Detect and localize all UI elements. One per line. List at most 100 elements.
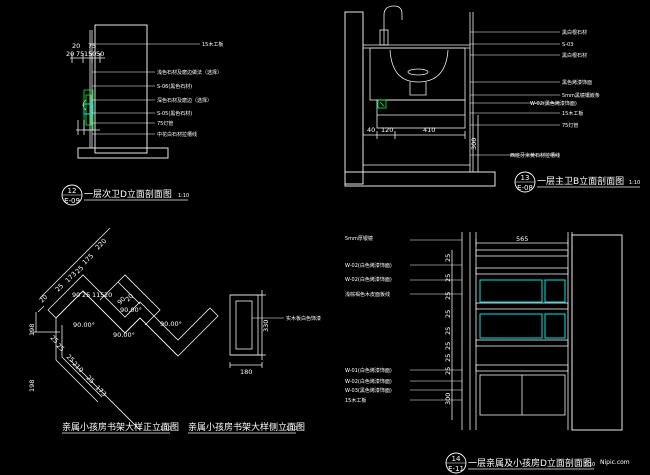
dim-label: 25 xyxy=(444,342,452,350)
section-e-title-block: 14 E-11 一层亲属及小孩房D立面剖面图 1:10 xyxy=(445,452,595,474)
dim-label: 150 xyxy=(84,50,96,58)
section-d-title: 亲属小孩房书架大样侧立面图 xyxy=(188,421,305,433)
dim-label: 330 xyxy=(262,320,270,332)
dim-label: 40 xyxy=(367,126,375,134)
material-note: W-02(白色烤漆饰面) xyxy=(345,276,392,283)
dim-label: 25 xyxy=(444,254,452,262)
material-note: W-02(黑色烤漆饰面) xyxy=(530,100,577,107)
section-e-drawing xyxy=(410,232,623,431)
dim-label: 25 xyxy=(49,334,61,346)
dim-label: 198 xyxy=(28,380,36,392)
material-note: 15木工板 xyxy=(562,110,583,117)
dim-label: 175 xyxy=(81,252,95,266)
section-tag-sheet: E-08 xyxy=(517,184,533,192)
angle-label: 90.00° xyxy=(160,320,182,328)
dim-label: 115 xyxy=(92,291,104,299)
section-a-title: 一层次卫D立面剖面图 xyxy=(84,188,172,200)
dim-label: 25 xyxy=(74,264,86,276)
section-d-drawing xyxy=(229,290,284,368)
dim-label: 25 xyxy=(54,282,66,294)
dim-label: 25 xyxy=(65,353,77,365)
material-note: 浅棕褐色木皮面板线 xyxy=(345,291,390,298)
section-c-title: 亲属小孩房书架大样正立面图 xyxy=(62,421,179,433)
dim-label: 25 xyxy=(82,291,90,299)
material-note: 5mm黑镜镶嵌条 xyxy=(562,92,600,99)
dim-label: 25 xyxy=(444,274,452,282)
material-note: 深色石材及磨边（选择） xyxy=(157,97,212,104)
dim-label: 20 xyxy=(104,291,112,299)
dim-label: 25 xyxy=(55,342,67,354)
material-note: 75灯管 xyxy=(157,120,173,127)
angle-label: 90.00° xyxy=(113,331,135,339)
section-c-title-block: 亲属小孩房书架大样正立面图 1:10 xyxy=(62,421,179,434)
section-b-notes: 黑白根石材 S-03 黑白根石材 黑色烤漆饰面 5mm黑镜镶嵌条 W-02(黑色… xyxy=(510,29,600,159)
section-e-scale: 1:10 xyxy=(584,462,595,468)
material-note: W-03(黑色烤漆饰面) xyxy=(345,387,392,394)
angle-label: 90.00° xyxy=(73,321,95,329)
section-e-title: 一层亲属及小孩房D立面剖面图 xyxy=(468,457,592,469)
dim-label: 410 xyxy=(423,126,435,134)
dim-label: 120 xyxy=(381,126,393,134)
dim-label: 25 xyxy=(444,310,452,318)
section-b-dims: 40 120 410 300 xyxy=(367,126,478,150)
dim-label: 220 xyxy=(94,237,108,251)
material-note: W-01(白色烤漆饰面) xyxy=(345,367,392,374)
dim-label: 25 xyxy=(444,327,452,335)
material-note: 75灯管 xyxy=(562,122,578,129)
material-note: 西班牙米黄石材拉槽线 xyxy=(510,152,560,159)
dim-label: 75 xyxy=(88,42,96,50)
dim-label: 25 xyxy=(85,374,97,386)
material-note: 5mm厚银镜 xyxy=(345,235,373,242)
section-b-title-block: 13 E-08 一层主卫B立面剖面图 1:10 xyxy=(514,171,640,193)
dim-label: 198 xyxy=(28,324,36,336)
section-tag-number: 13 xyxy=(521,174,530,182)
watermark-text: Nipic.com xyxy=(600,459,630,466)
section-e-notes: 5mm厚银镜 W-02(白色烤漆饰面) W-02(白色烤漆饰面) 浅棕褐色木皮面… xyxy=(345,235,392,404)
dim-label: 20 xyxy=(66,50,74,58)
angle-label: 90.00° xyxy=(120,306,142,314)
section-c-dims: 20 220 175 25 173 25 90 25 115 20 20 90 … xyxy=(28,237,135,398)
section-d-dims: 330 180 xyxy=(240,320,270,376)
dim-label: 25 xyxy=(444,367,452,375)
dim-label: 75 xyxy=(76,50,84,58)
section-b-title: 一层主卫B立面剖面图 xyxy=(537,175,624,187)
dim-label: 210 xyxy=(71,360,85,374)
section-tag-number: 12 xyxy=(68,187,77,195)
dim-label: 300 xyxy=(470,138,478,150)
dim-label: 90 xyxy=(116,295,128,307)
section-e-dims: 565 25 25 25 25 25 25 25 25 300 xyxy=(444,235,528,405)
material-note: 15木工板 xyxy=(345,397,366,404)
section-c-angles: 90.00° 90.00° 90.00° 90.00° xyxy=(73,306,182,339)
material-note: S-03 xyxy=(562,42,573,48)
dim-label: 50 xyxy=(96,50,104,58)
section-tag-sheet: E-11 xyxy=(448,465,464,473)
section-tag-number: 14 xyxy=(452,455,461,463)
section-c-scale: 1:10 xyxy=(160,426,171,432)
dim-label: 565 xyxy=(516,235,528,243)
material-note: 黑白根石材 xyxy=(562,52,587,59)
dim-label: 180 xyxy=(240,368,252,376)
section-b-drawing xyxy=(344,5,560,187)
section-a-dims: 20 75 150 50 20 75 xyxy=(66,42,104,58)
material-note: 实木板白色饰漆 xyxy=(286,315,321,322)
material-note: 中花白石材拉槽线 xyxy=(157,131,197,138)
section-d-scale: 1:10 xyxy=(286,426,297,432)
dim-label: 20 xyxy=(124,292,136,304)
section-d-title-block: 亲属小孩房书架大样侧立面图 1:10 xyxy=(188,421,305,434)
section-c-drawing xyxy=(30,227,219,431)
material-note: S-06(黑色石材) xyxy=(157,83,192,90)
material-note: S-05(黑色石材) xyxy=(157,110,192,117)
dim-label: 300 xyxy=(444,393,452,405)
dim-label: 90 xyxy=(72,291,80,299)
material-note: W-02(白色烤漆饰面) xyxy=(345,378,392,385)
material-note: 黑色烤漆饰面 xyxy=(562,79,592,86)
section-a-scale: 1:10 xyxy=(178,193,189,199)
dim-label: 25 xyxy=(444,292,452,300)
material-note: 浅色石材及磨边做法（选择） xyxy=(157,69,222,76)
dim-label: 20 xyxy=(38,293,50,305)
section-a-title-block: 12 E-09 一层次卫D立面剖面图 1:10 xyxy=(61,184,189,206)
material-note: W-02(白色烤漆饰面) xyxy=(345,262,392,269)
material-note: 15木工板 xyxy=(202,41,223,48)
section-d-notes: 实木板白色饰漆 xyxy=(286,315,321,322)
